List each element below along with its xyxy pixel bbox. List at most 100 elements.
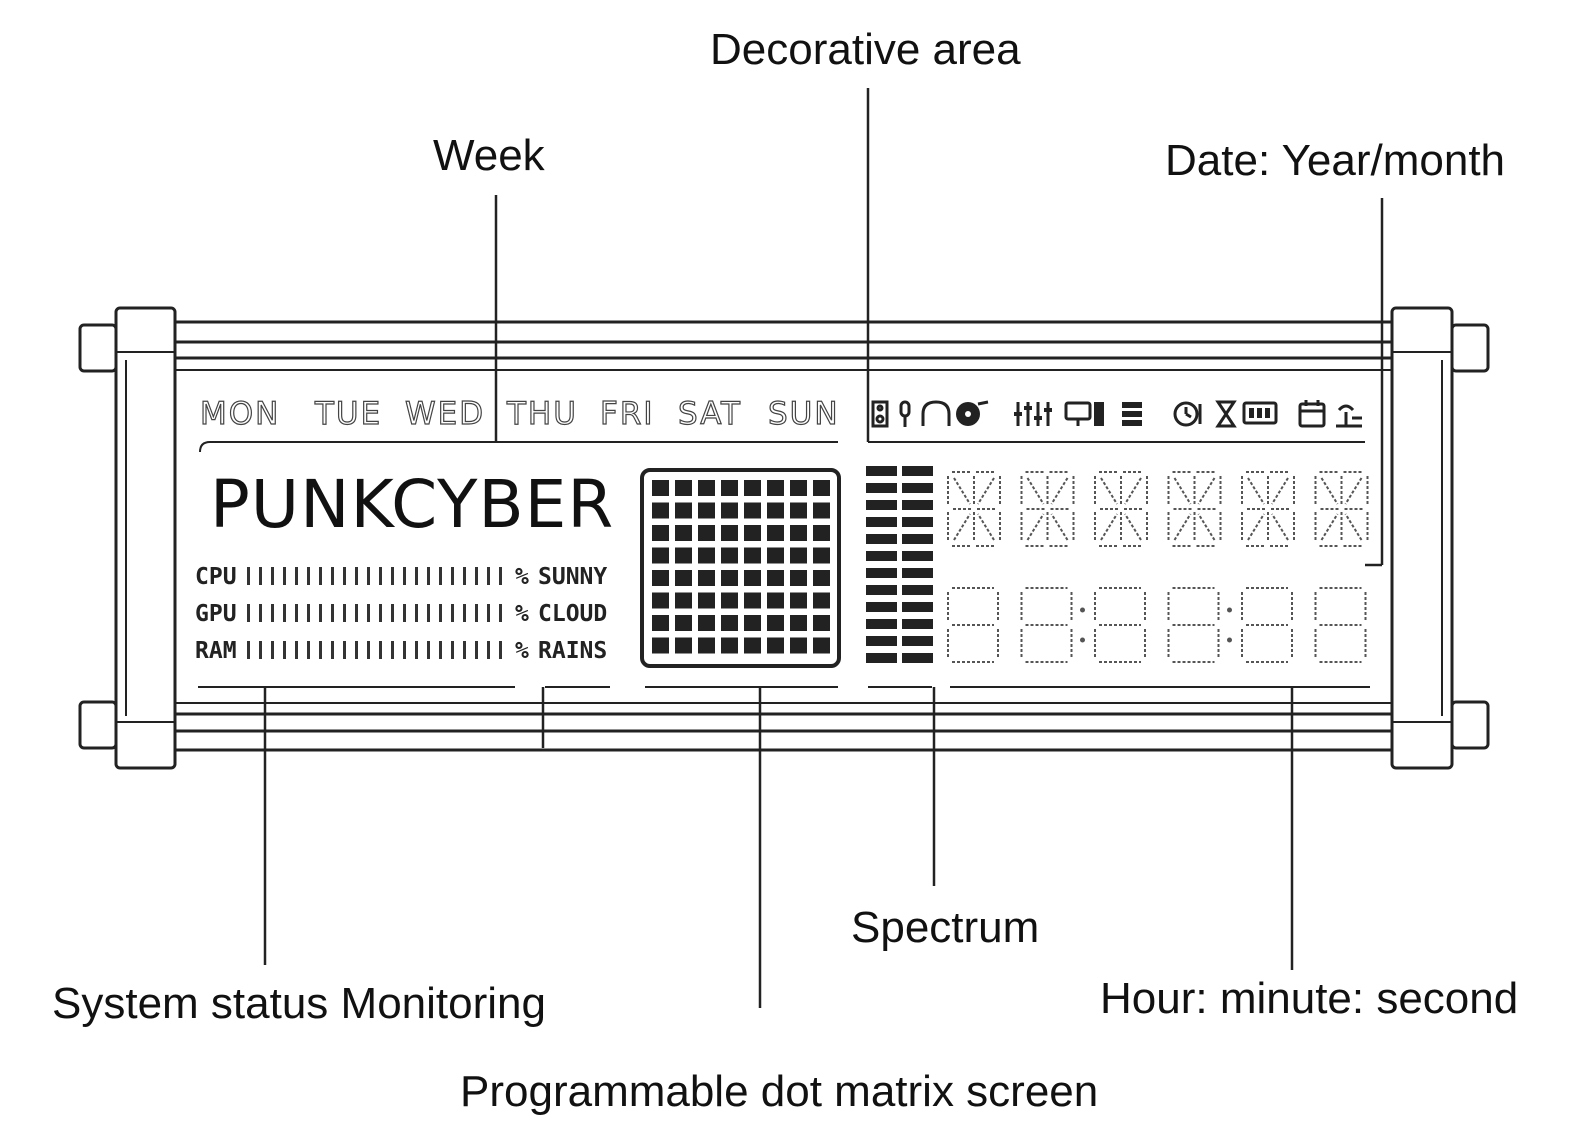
matrix-dot bbox=[652, 480, 669, 496]
spectrum-bar bbox=[902, 483, 933, 493]
status-bar-tick bbox=[343, 604, 346, 622]
matrix-dot bbox=[813, 615, 830, 631]
label-system-status: System status Monitoring bbox=[52, 979, 546, 1028]
matrix-dot bbox=[652, 592, 669, 609]
status-bar-tick bbox=[331, 641, 334, 659]
matrix-dot bbox=[721, 502, 738, 519]
status-unit: % bbox=[515, 638, 529, 664]
weekday-tue: TUE bbox=[314, 396, 382, 432]
calendar-icon bbox=[1298, 400, 1326, 428]
matrix-dot bbox=[790, 615, 807, 631]
sixteen-segment-digit bbox=[1167, 471, 1222, 547]
server-icon bbox=[1122, 402, 1142, 426]
status-bar-tick bbox=[247, 567, 250, 585]
status-row: CPU%SUNNY bbox=[195, 564, 607, 590]
matrix-dot bbox=[744, 502, 761, 519]
status-bar-tick bbox=[487, 641, 490, 659]
status-label: GPU bbox=[195, 601, 237, 627]
matrix-dot bbox=[652, 615, 669, 631]
status-bar-tick bbox=[379, 567, 382, 585]
label-time: Hour: minute: second bbox=[1100, 974, 1518, 1023]
spectrum-bar bbox=[902, 534, 933, 544]
status-bar-tick bbox=[463, 567, 466, 585]
status-row: GPU% CLOUD bbox=[195, 601, 607, 627]
status-bar-tick bbox=[391, 604, 394, 622]
spectrum-bar bbox=[902, 653, 933, 663]
status-bar-tick bbox=[379, 604, 382, 622]
status-bar-tick bbox=[319, 604, 322, 622]
seven-segment-digit bbox=[1167, 587, 1220, 663]
seven-segment-digit bbox=[1020, 587, 1073, 663]
status-bar-tick bbox=[451, 567, 454, 585]
spectrum-bar bbox=[902, 500, 933, 510]
label-decorative-area: Decorative area bbox=[710, 25, 1021, 74]
monitor-icon bbox=[1064, 401, 1104, 426]
matrix-dot bbox=[767, 570, 784, 586]
matrix-dot bbox=[675, 502, 692, 519]
matrix-dot bbox=[698, 570, 715, 586]
hourglass-icon bbox=[1215, 400, 1237, 428]
matrix-dot bbox=[675, 570, 692, 586]
status-bar-tick bbox=[367, 604, 370, 622]
spectrum-display bbox=[866, 466, 933, 663]
status-bar-tick bbox=[355, 567, 358, 585]
microphone-icon bbox=[899, 400, 911, 427]
matrix-dot bbox=[790, 592, 807, 609]
status-bar-tick bbox=[259, 567, 262, 585]
matrix-dot bbox=[767, 547, 784, 564]
sixteen-segment-digit bbox=[1020, 471, 1075, 547]
status-bar-tick bbox=[427, 604, 430, 622]
status-bar-tick bbox=[451, 604, 454, 622]
spectrum-bar bbox=[866, 653, 897, 663]
status-bar-tick bbox=[259, 641, 262, 659]
status-row: RAM%RAINS bbox=[195, 638, 607, 664]
spectrum-bar bbox=[902, 568, 933, 578]
status-monitor: CPU%SUNNY GPU% CLOUD RAM%RAINS bbox=[195, 564, 607, 664]
status-label: RAM bbox=[195, 638, 237, 664]
status-bar-tick bbox=[463, 641, 466, 659]
matrix-dot bbox=[675, 480, 692, 496]
status-bar-tick bbox=[439, 604, 442, 622]
spectrum-bar bbox=[902, 517, 933, 527]
label-spectrum: Spectrum bbox=[851, 903, 1039, 952]
weekday-wed: WED bbox=[405, 396, 485, 432]
status-bar-tick bbox=[307, 567, 310, 585]
spectrum-bar bbox=[866, 602, 897, 612]
status-bar-tick bbox=[247, 604, 250, 622]
matrix-dot bbox=[698, 502, 715, 519]
status-bar-tick bbox=[499, 567, 502, 585]
status-bar-tick bbox=[343, 641, 346, 659]
weekday-row: MON TUE WED THU FRI SAT SUN bbox=[199, 395, 838, 453]
sixteen-segment-digit bbox=[1094, 471, 1148, 547]
matrix-dot bbox=[698, 480, 715, 496]
headphones-icon bbox=[921, 400, 951, 426]
status-bar-tick bbox=[499, 641, 502, 659]
matrix-dot bbox=[790, 525, 807, 541]
matrix-dot bbox=[744, 525, 761, 541]
status-unit: % bbox=[515, 601, 529, 627]
disc-icon bbox=[956, 400, 989, 426]
label-dot-matrix: Programmable dot matrix screen bbox=[460, 1067, 1098, 1116]
weekday-mon: MON bbox=[200, 396, 280, 432]
matrix-dot bbox=[744, 592, 761, 609]
status-bar-tick bbox=[403, 567, 406, 585]
matrix-dot bbox=[790, 570, 807, 586]
time-digits bbox=[947, 587, 1367, 663]
status-bar-tick bbox=[295, 641, 298, 659]
time-colon-dot bbox=[1080, 637, 1085, 643]
matrix-dot bbox=[721, 592, 738, 609]
sixteen-segment-digit bbox=[1314, 471, 1369, 547]
status-bar-tick bbox=[271, 604, 274, 622]
status-bar-tick bbox=[307, 604, 310, 622]
matrix-dot bbox=[698, 547, 715, 564]
spectrum-bar bbox=[902, 466, 933, 476]
matrix-dot bbox=[767, 480, 784, 496]
weekday-fri: FRI bbox=[600, 396, 655, 432]
matrix-dot bbox=[652, 502, 669, 519]
weather-label: CLOUD bbox=[538, 601, 607, 627]
time-colon-dot bbox=[1227, 607, 1232, 613]
speaker-icon bbox=[871, 400, 889, 428]
date-year-month-digits bbox=[947, 471, 1369, 547]
status-bar-tick bbox=[475, 641, 478, 659]
